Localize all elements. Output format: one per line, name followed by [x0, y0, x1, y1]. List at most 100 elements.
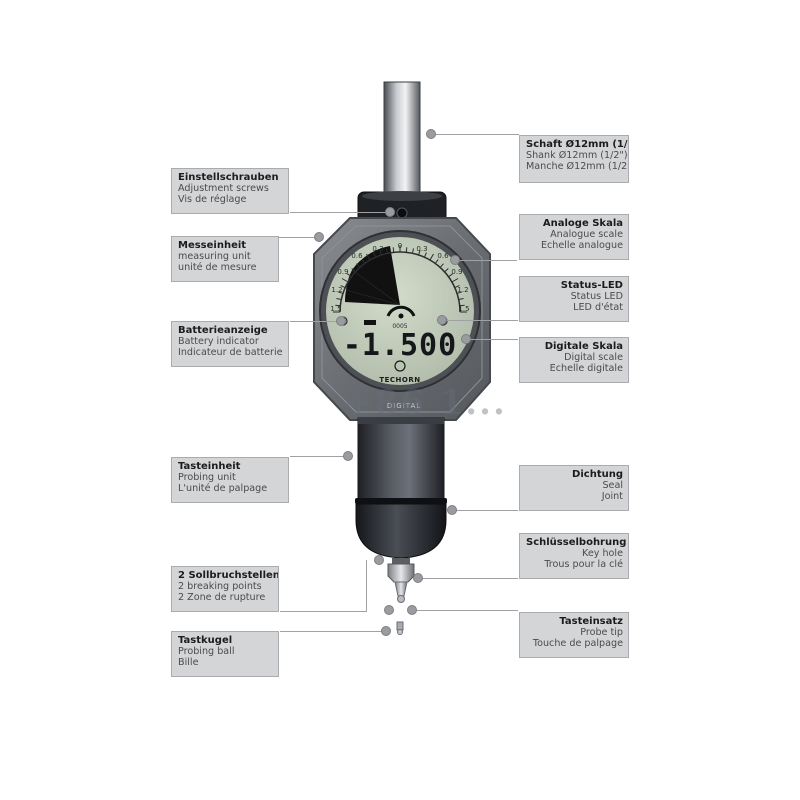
leader-line	[431, 134, 519, 135]
label-title: Dichtung	[572, 469, 623, 480]
label-french: unité de mesure	[178, 262, 257, 274]
label-measuring-unit: Messeinheit measuring unit unité de mesu…	[171, 236, 279, 282]
label-english: Probing unit	[178, 472, 236, 484]
label-shank: Schaft Ø12mm (1/2") Shank Ø12mm (1/2") M…	[519, 135, 629, 183]
adjustment-screw	[396, 207, 408, 219]
dial-tick	[379, 250, 382, 256]
leader-line	[279, 237, 317, 238]
scale-left-tick: 1.5	[330, 305, 341, 313]
label-title: Schlüsselbohrung	[526, 537, 627, 548]
label-probing-unit: Tasteinheit Probing unit L'unité de palp…	[171, 457, 289, 503]
label-title: Tasteinheit	[178, 461, 241, 472]
leader-line	[412, 610, 518, 611]
scale-left-tick: 1.2	[331, 286, 342, 294]
leader-line	[440, 320, 518, 321]
dial-tick	[335, 304, 341, 307]
leader-dot	[385, 207, 395, 217]
label-english: measuring unit	[178, 251, 251, 263]
label-french: Manche Ø12mm (1/2")	[526, 161, 629, 173]
label-status-led: Status-LED Status LED LED d'état	[519, 276, 629, 322]
label-title: Schaft Ø12mm (1/2")	[526, 139, 628, 150]
label-title: Tastkugel	[178, 635, 233, 646]
label-french: Vis de réglage	[178, 194, 247, 206]
label-key-hole: Schlüsselbohrung Key hole Trous pour la …	[519, 533, 629, 579]
dial-tick	[351, 268, 356, 273]
scale-top-tick: 0.3	[372, 245, 383, 253]
dial-tick	[338, 291, 344, 294]
leader-line	[452, 510, 518, 511]
battery-segment	[364, 320, 376, 325]
label-french: Indicateur de batterie	[178, 347, 283, 359]
scale-top-tick: 0.6	[351, 252, 363, 260]
seal-ring	[355, 498, 447, 504]
label-title: Einstellschrauben	[178, 172, 279, 183]
label-battery-indicator: Batterieanzeige Battery indicator Indica…	[171, 321, 289, 367]
label-title: Tasteinsatz	[559, 616, 623, 627]
label-english: Probe tip	[580, 627, 623, 639]
watermark-text: +86 1...	[344, 383, 507, 423]
dial-tick	[361, 259, 366, 264]
leader-dot	[413, 573, 423, 583]
scale-right-tick: 1.5	[458, 305, 469, 313]
label-english: Adjustment screws	[178, 183, 269, 195]
dial-tick	[458, 297, 464, 301]
leader-line	[418, 578, 518, 579]
dial-tick	[385, 248, 389, 254]
dial-tick	[373, 252, 377, 258]
probe-tip	[387, 563, 415, 583]
label-title: Analoge Skala	[542, 218, 623, 229]
dial-tick	[459, 304, 465, 307]
label-french: Trous pour la clé	[544, 559, 623, 571]
label-english: Analogue scale	[550, 229, 623, 241]
label-english: Digital scale	[564, 352, 623, 364]
dial-tick	[444, 268, 449, 273]
dial-tick	[434, 259, 439, 264]
leader-dot	[450, 255, 460, 265]
dial-tick	[405, 247, 408, 253]
label-english: Key hole	[582, 548, 623, 560]
unit-small: 0005	[392, 323, 407, 330]
leader-line	[466, 339, 518, 340]
dial-tick	[356, 263, 361, 268]
leader-dot	[374, 555, 384, 565]
scale-right-tick: 1.2	[457, 286, 468, 294]
leader-dot	[381, 626, 391, 636]
label-digital-scale: Digitale Skala Digital scale Echelle dig…	[519, 337, 629, 383]
dial-tick	[411, 248, 415, 254]
label-french: Echelle digitale	[549, 363, 623, 375]
leader-line	[280, 631, 385, 632]
end-cap	[355, 503, 447, 559]
label-analogue-scale: Analoge Skala Analogue scale Echelle ana…	[519, 214, 629, 260]
label-adjustment-screws: Einstellschrauben Adjustment screws Vis …	[171, 168, 289, 214]
housing-engraving: DIGITAL	[387, 402, 421, 410]
label-seal: Dichtung Seal Joint	[519, 465, 629, 511]
label-english: Status LED	[570, 291, 623, 303]
label-french: Touche de palpage	[532, 638, 623, 650]
leader-line	[366, 560, 367, 612]
label-french: L'unité de palpage	[178, 483, 268, 495]
digital-reading: -1.500	[343, 328, 457, 363]
dial-tick	[456, 291, 462, 294]
label-title: Status-LED	[560, 280, 623, 291]
dial-tick	[340, 285, 346, 289]
scale-top-tick: 0.3	[416, 245, 427, 253]
label-french: Echelle analogue	[540, 240, 623, 252]
dial-tick	[451, 278, 459, 283]
dial-tick	[336, 297, 342, 301]
leader-dot	[384, 605, 394, 615]
label-english: Probing ball	[178, 646, 235, 658]
label-english: Seal	[602, 480, 623, 492]
probing-unit-body	[357, 417, 445, 501]
leader-line	[290, 212, 390, 213]
leader-line	[290, 456, 347, 457]
label-title: 2 Sollbruchstellen	[178, 570, 279, 581]
dial-tick	[341, 278, 349, 283]
dial-tick	[454, 285, 460, 289]
label-english: Battery indicator	[178, 336, 259, 348]
scale-top-tick: 0	[398, 242, 402, 250]
label-english: Shank Ø12mm (1/2")	[526, 150, 628, 162]
dial-tick	[429, 253, 434, 261]
label-french: LED d'état	[573, 302, 623, 314]
